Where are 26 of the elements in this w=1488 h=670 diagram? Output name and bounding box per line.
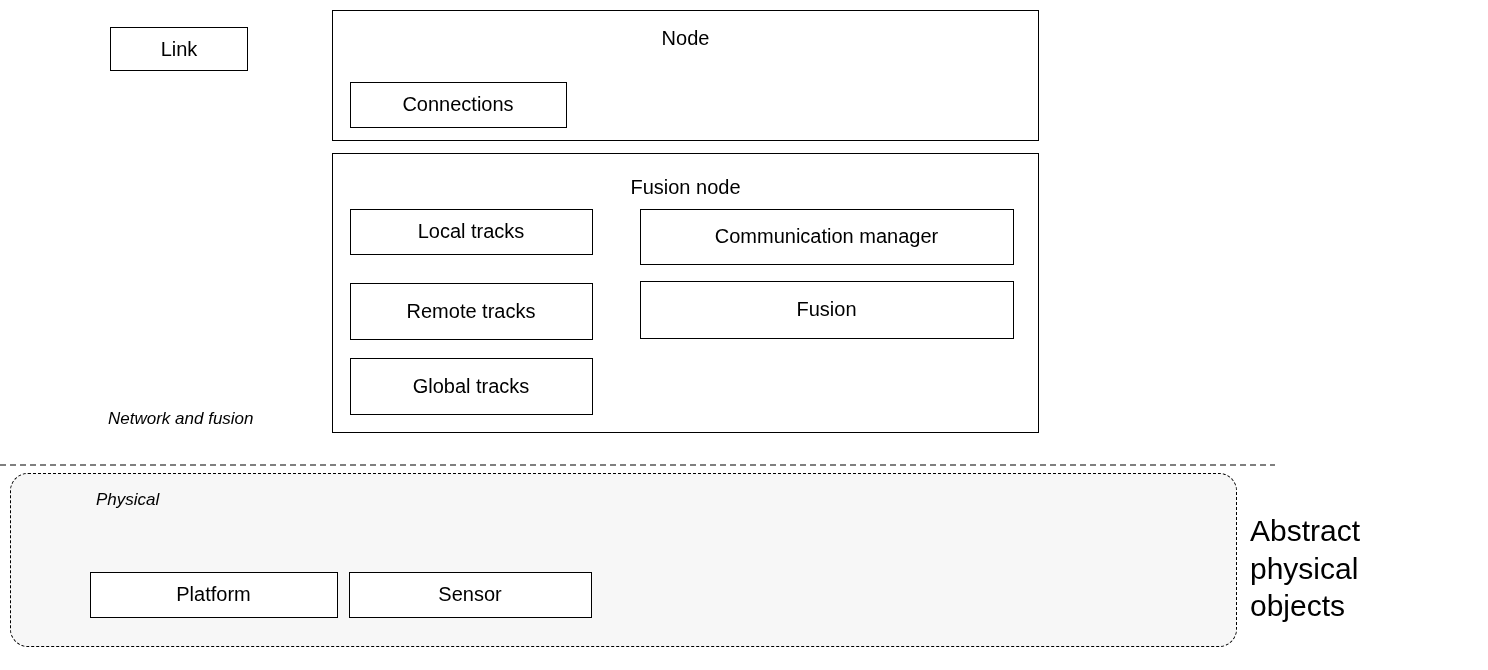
container-box bbox=[332, 10, 1039, 141]
component-label: Link bbox=[160, 37, 198, 61]
component-box bbox=[349, 208, 593, 255]
layer-panel bbox=[10, 473, 1237, 647]
layer-label: Network and fusion bbox=[108, 408, 255, 430]
component-label: Platform bbox=[176, 583, 251, 606]
container-box bbox=[332, 153, 1039, 433]
component-label: Local tracks bbox=[417, 220, 525, 243]
layer-label: Abstract physical objects bbox=[1250, 513, 1362, 624]
container-title: Fusion node bbox=[630, 176, 741, 198]
component-box bbox=[349, 357, 593, 415]
component-box bbox=[639, 280, 1014, 339]
component-box bbox=[349, 282, 593, 340]
component-label: Remote tracks bbox=[406, 299, 536, 323]
component-label: Connections bbox=[402, 93, 514, 116]
component-box bbox=[89, 571, 338, 618]
component-box bbox=[639, 208, 1014, 265]
component-label: Sensor bbox=[438, 583, 502, 606]
component-label: Fusion bbox=[796, 298, 857, 321]
container-title: Node bbox=[661, 27, 710, 49]
component-box bbox=[349, 81, 567, 128]
component-box bbox=[110, 27, 248, 71]
layer-title: Physical bbox=[96, 490, 160, 510]
component-label: Global tracks bbox=[412, 374, 530, 398]
component-label: Communication manager bbox=[714, 225, 939, 248]
component-box bbox=[348, 571, 592, 618]
